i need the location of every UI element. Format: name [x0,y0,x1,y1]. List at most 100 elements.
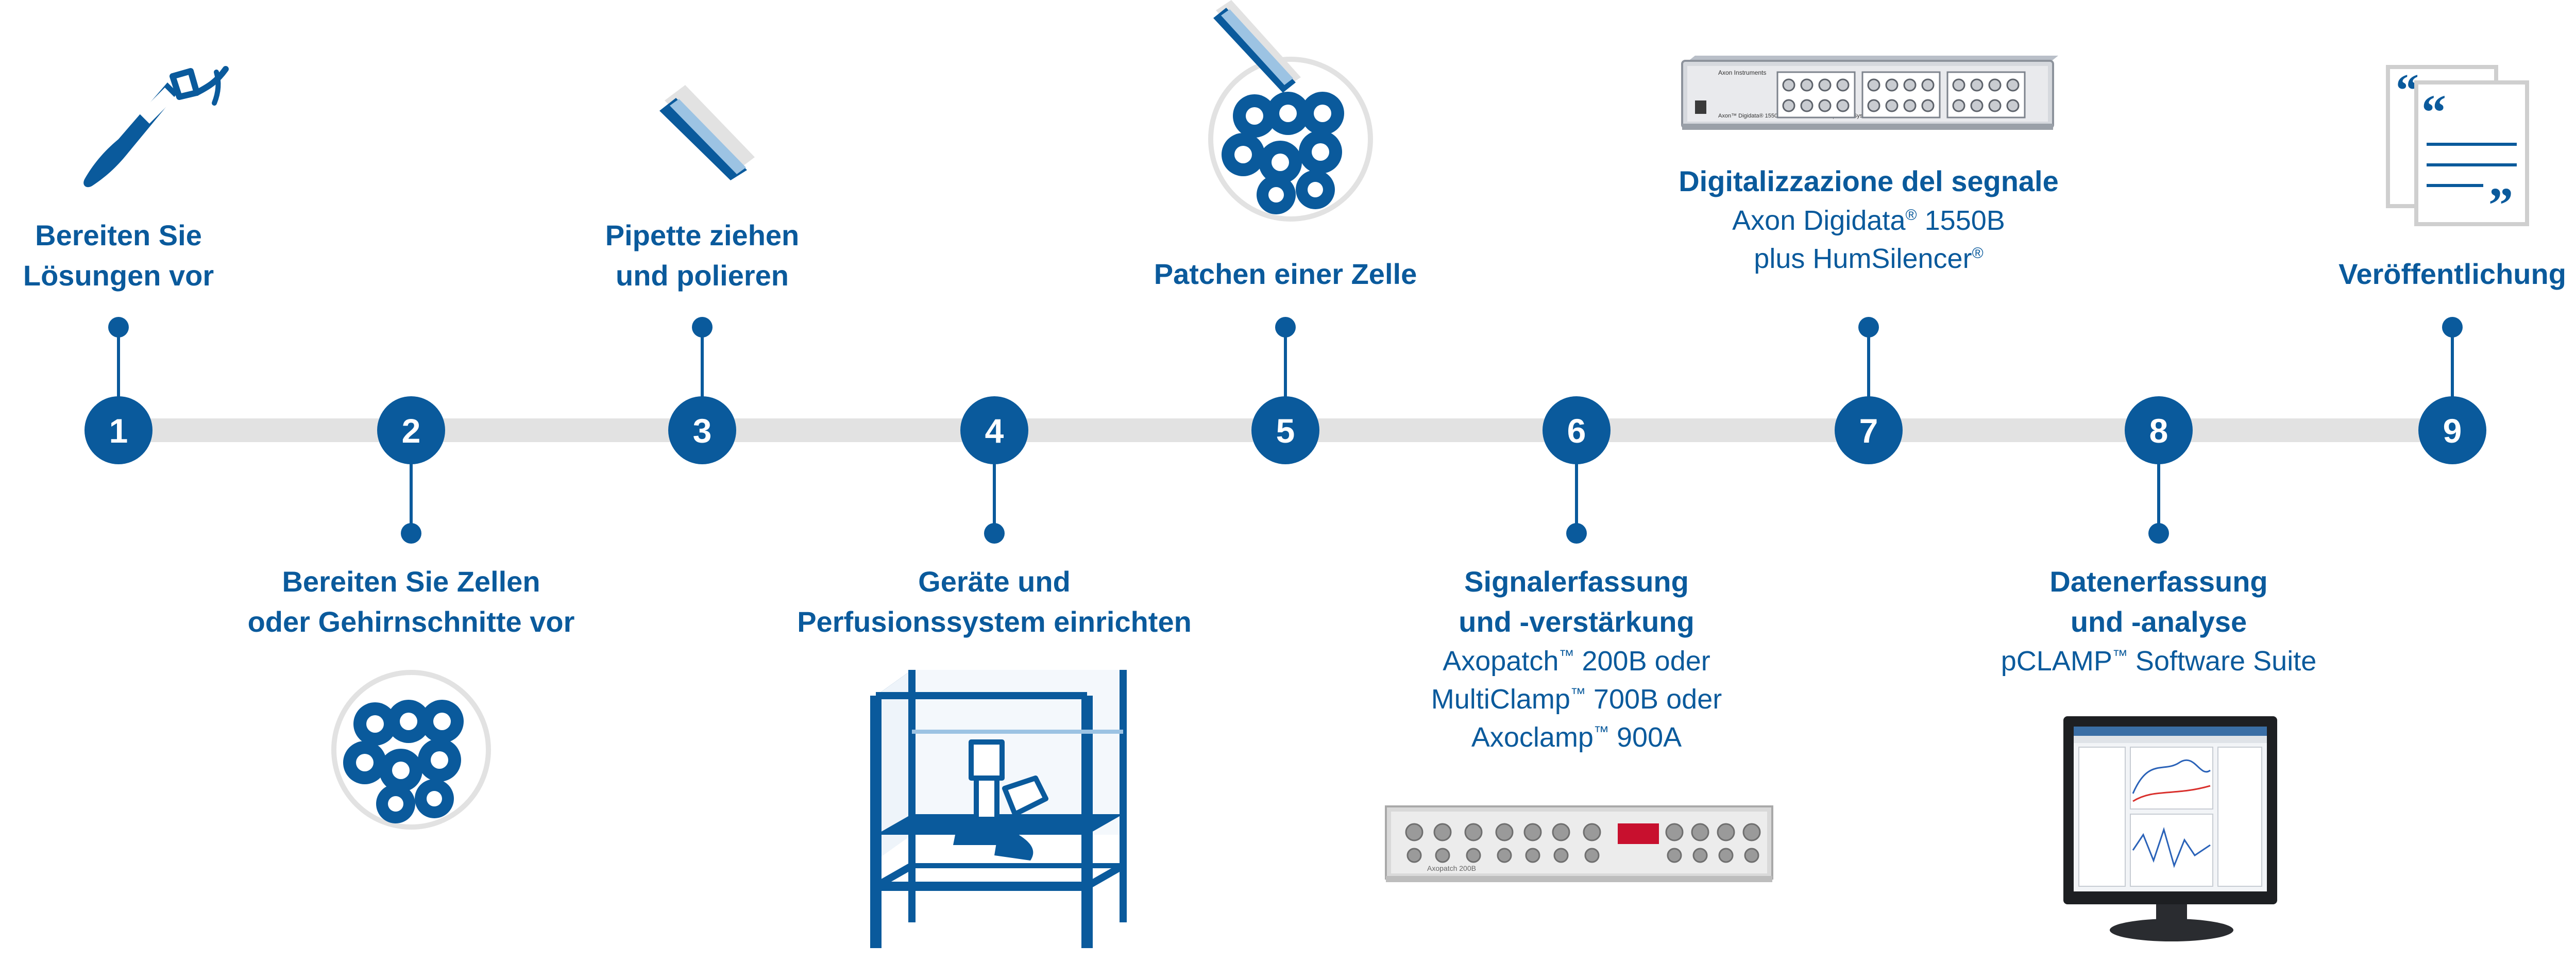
step-2-label: Bereiten Sie Zellen oder Gehirnschnitte … [248,562,575,642]
step-8-number: 8 [2149,412,2168,450]
bnc-connector [2006,78,2020,92]
step-4-number: 4 [985,412,1004,450]
step-9-number: 9 [2443,412,2462,450]
bnc-connector [1818,99,1832,112]
amplifier-knob [1583,823,1601,841]
bnc-connector [1952,99,1965,112]
step-7-circle [1835,396,1903,464]
step-6-subtitle-line-2: MultiClamp™ 700B oder [1431,684,1722,715]
step-2-number: 2 [402,412,421,450]
step-6-subtitle-line-3: Axoclamp™ 900A [1471,722,1682,753]
amplifier-knob [1552,823,1570,841]
step-3-connector-dot [692,317,713,338]
pipette-tip-icon [83,66,229,188]
amplifier-knob [1667,848,1682,863]
step-3-title-line-1: Pipette ziehen [605,219,800,251]
bnc-connector [1921,78,1935,92]
step-7-title-line-1: Digitalizzazione del segnale [1679,165,2059,197]
amplifier-knob [1466,848,1481,863]
step-4-title-line-1: Geräte und [918,565,1071,598]
step-6-circle [1543,396,1611,464]
step-8-label: Datenerfassung und -analyse pCLAMP™ Soft… [2001,562,2317,680]
step-3-label: Pipette ziehen und polieren [605,215,800,296]
amplifier-knob [1433,823,1452,841]
rig-microscope-icon [870,670,1127,948]
step-1-title-line-2: Lösungen vor [23,259,214,292]
bnc-connector [1970,99,1984,112]
bnc-connector [2006,99,2020,112]
amplifier-knob [1717,823,1735,841]
step-3-circle [668,396,736,464]
step-8-subtitle-line-1: pCLAMP™ Software Suite [2001,646,2317,677]
amplifier-knob [1742,823,1761,841]
step-7-label: Digitalizzazione del segnale Axon Digida… [1679,161,2059,278]
glass-pipette-icon [659,85,755,180]
amplifier-knob [1553,848,1569,863]
bnc-connector [1970,78,1984,92]
step-8-circle [2125,396,2193,464]
bnc-connector [1867,99,1880,112]
step-6-number: 6 [1567,412,1586,450]
bnc-connector [1903,99,1917,112]
bnc-connector [1836,99,1850,112]
step-9-connector-dot [2442,317,2463,338]
bnc-connector [1988,78,2002,92]
step-9-title-line-1: Veröffentlichung [2338,258,2566,290]
svg-text:”: ” [2488,177,2513,232]
step-4-label: Geräte und Perfusionssystem einrichten [797,562,1192,642]
amplifier-knob [1525,848,1540,863]
bnc-connector [1800,78,1814,92]
step-4-title-line-2: Perfusionssystem einrichten [797,605,1192,638]
amplifier-knob [1744,848,1759,863]
step-2-title-line-2: oder Gehirnschnitte vor [247,605,575,638]
cells-icon [331,670,491,830]
amplifier-knob [1584,848,1600,863]
step-1-circle [84,396,152,464]
step-9-circle [2418,396,2486,464]
step-8-title-line-2: und -analyse [2070,605,2247,638]
amplifier-knob [1692,848,1708,863]
step-8-connector-dot [2148,523,2169,544]
step-6-title-line-2: und -verstärkung [1459,605,1694,638]
step-7-connector-dot [1858,317,1879,338]
amplifier-icon: Axopatch 200B [1385,805,1773,882]
bnc-connector [1885,78,1899,92]
step-9-label: Veröffentlichung [2338,254,2566,294]
step-7-subtitle-line-1: Axon Digidata® 1550B [1732,205,2005,236]
bnc-connector [1818,78,1832,92]
step-1-title-line-1: Bereiten Sie [35,219,202,251]
step-8-title-line-1: Datenerfassung [2049,565,2268,598]
step-2-circle [377,396,445,464]
bnc-connector [1903,78,1917,92]
amplifier-brand-text: Axopatch 200B [1427,864,1476,872]
amplifier-knob [1691,823,1709,841]
step-6-connector-dot [1566,523,1587,544]
step-6-label: Signalerfassung und -verstärkung Axopatc… [1431,562,1722,756]
step-3-title-line-2: und polieren [616,259,789,292]
amplifier-knob [1523,823,1542,841]
bnc-connector [1836,78,1850,92]
digitizer-icon: Axon Instruments Axon™ Digidata® 1550A L… [1681,56,2058,130]
step-7-subtitle-line-2: plus HumSilencer® [1754,243,1984,274]
step-5-connector-dot [1275,317,1296,338]
step-5-number: 5 [1276,412,1295,450]
bnc-connector [1952,78,1965,92]
step-1-label: Bereiten Sie Lösungen vor [23,215,214,296]
step-7-number: 7 [1859,412,1878,450]
publication-icon: “ “ ” [2386,65,2529,232]
amplifier-knob [1406,848,1422,863]
bnc-connector [1885,99,1899,112]
amplifier-knob [1435,848,1450,863]
step-6-title-line-1: Signalerfassung [1464,565,1689,598]
bnc-connector [1921,99,1935,112]
step-2-title-line-1: Bereiten Sie Zellen [282,565,540,598]
step-2-connector-dot [401,523,421,544]
digitizer-brand-text: Axon Instruments [1718,69,1766,76]
step-1-connector-dot [108,317,129,338]
bnc-connector [1988,99,2002,112]
step-6-subtitle-line-1: Axopatch™ 200B oder [1443,646,1710,677]
svg-text:“: “ [2421,85,2446,140]
patch-cell-icon [1208,0,1373,222]
